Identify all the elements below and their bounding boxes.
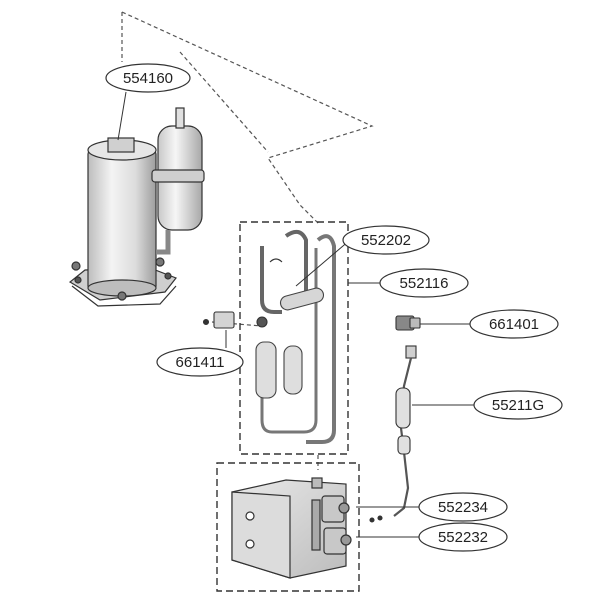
compressor-base-edge <box>71 285 177 307</box>
leader-552202 <box>295 239 351 287</box>
part-label-oval <box>342 225 430 255</box>
part-label-oval <box>156 347 244 377</box>
tube-joint <box>256 316 268 328</box>
tube-c <box>306 234 336 444</box>
capillary-end-dot-2 <box>369 517 375 523</box>
plate-hole-2 <box>245 539 255 549</box>
part-label-text: 554160 <box>123 70 173 87</box>
part-label-552232[interactable]: 552232 <box>418 522 508 552</box>
part-label-oval <box>379 268 469 298</box>
leader-554160 <box>117 91 127 141</box>
valve-plate-drawing <box>231 477 352 579</box>
valve-cap-lower <box>340 534 352 546</box>
part-label-552234[interactable]: 552234 <box>418 492 508 522</box>
part-label-text: 661401 <box>489 316 539 333</box>
tube-canister-2 <box>283 345 303 395</box>
muffler <box>279 287 325 311</box>
part-label-text: 552202 <box>361 232 411 249</box>
leader-compressor-to-box <box>121 11 374 226</box>
part-label-text: 552234 <box>438 499 488 516</box>
part-label-552202[interactable]: 552202 <box>342 225 430 255</box>
valve-plate-face <box>231 491 291 579</box>
part-label-text: 552116 <box>400 275 449 292</box>
part-label-oval <box>418 522 508 552</box>
mount-bolt-2 <box>164 272 172 280</box>
tubing-group-box <box>239 221 349 455</box>
mount-foot-1 <box>71 261 81 271</box>
valve-top-stub <box>311 477 323 489</box>
compressor-body <box>87 149 157 291</box>
accumulator-inlet <box>175 107 185 129</box>
mount-foot-3 <box>117 291 127 301</box>
part-label-554160[interactable]: 554160 <box>105 63 191 93</box>
valve-group-box <box>216 462 360 592</box>
part-label-661401[interactable]: 661401 <box>469 309 559 339</box>
strainer-dot <box>202 318 210 326</box>
plate-hole-1 <box>245 511 255 521</box>
valve-cap-upper <box>338 502 350 514</box>
capillary-drawing <box>369 345 417 523</box>
connector-plug <box>409 317 421 329</box>
tubing-assembly-drawing <box>255 229 336 444</box>
compressor-drawing <box>68 137 177 307</box>
part-label-oval <box>473 390 563 420</box>
part-label-55211G[interactable]: 55211G <box>473 390 563 420</box>
compressor-terminal <box>107 137 135 153</box>
capillary-sleeve <box>397 435 411 455</box>
valve-block <box>311 499 321 551</box>
part-label-oval <box>105 63 191 93</box>
tube-canister-1 <box>255 341 277 399</box>
strainer-body <box>213 311 235 329</box>
part-label-552116[interactable]: 552116 <box>379 268 469 298</box>
capillary-filter <box>395 387 411 429</box>
part-label-text: 661411 <box>176 354 225 371</box>
part-label-661411[interactable]: 661411 <box>156 347 244 377</box>
mount-foot-2 <box>155 257 165 267</box>
tube-b <box>284 229 308 300</box>
part-label-oval <box>469 309 559 339</box>
leader-accumulator <box>179 51 269 153</box>
tube-bend <box>269 258 283 263</box>
tube-a <box>260 246 282 314</box>
mount-bolt-1 <box>74 276 82 284</box>
connector-drawing <box>395 315 421 331</box>
accumulator-band <box>151 169 205 183</box>
capillary-end-dot-1 <box>377 515 383 521</box>
accumulator-drawing <box>151 107 205 255</box>
part-label-oval <box>418 492 508 522</box>
part-label-text: 55211G <box>492 397 544 414</box>
tube-d <box>260 248 318 434</box>
part-label-text: 552232 <box>438 529 488 546</box>
strainer-drawing <box>202 311 235 329</box>
accumulator-outlet-pipe <box>156 230 171 255</box>
label-leader-lines <box>117 91 476 538</box>
capillary-top-fitting <box>405 345 417 359</box>
